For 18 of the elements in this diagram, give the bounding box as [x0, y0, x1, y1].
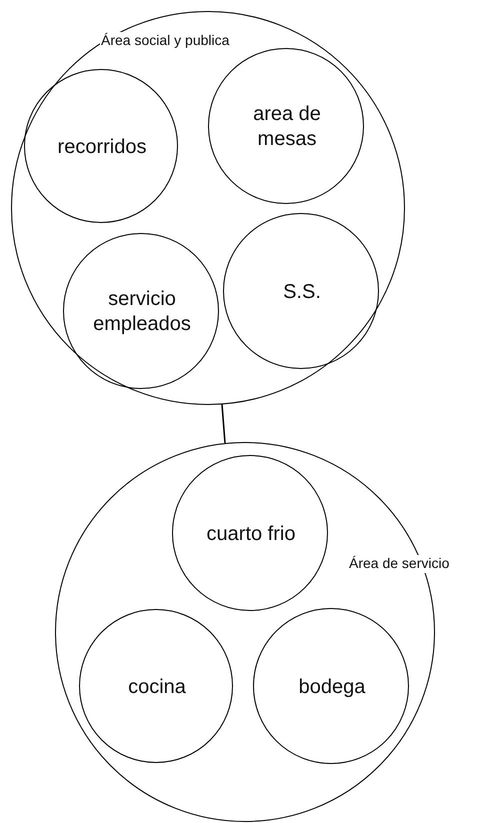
zone-title: Área social y publica [100, 32, 230, 50]
room-circle [223, 213, 379, 369]
zone-circle [11, 11, 405, 405]
room-label: S.S. [282, 280, 322, 304]
zone-title: Área de servicio [348, 555, 450, 572]
room-label: servicio empleados [92, 287, 192, 337]
room-circle [24, 69, 178, 223]
room-circle [63, 233, 219, 389]
room-label: cuarto frio [206, 522, 296, 546]
room-circle [79, 609, 233, 763]
room-circle [208, 48, 364, 204]
room-circle [172, 455, 328, 611]
room-label: recorridos [56, 134, 148, 160]
room-label: cocina [127, 674, 187, 700]
room-label: bodega [298, 674, 366, 700]
room-label: area de mesas [252, 102, 322, 152]
room-circle [253, 608, 409, 764]
connector-line [221, 404, 226, 444]
